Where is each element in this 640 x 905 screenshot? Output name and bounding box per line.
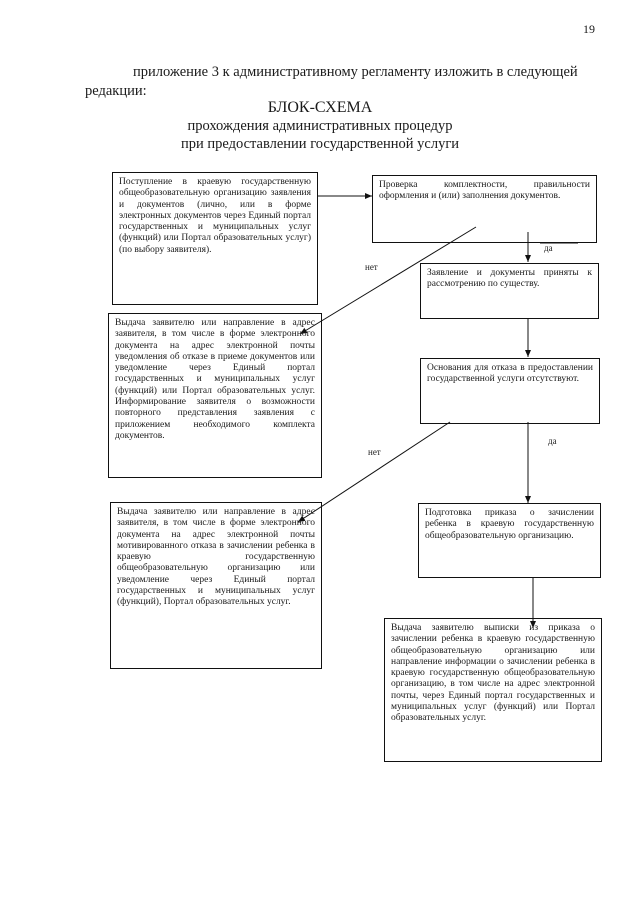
box-receipt: Поступление в краевую государственную об… — [112, 172, 318, 305]
box-accepted: Заявление и документы приняты к рассмотр… — [420, 263, 599, 319]
intro-line-1: приложение 3 к административному регламе… — [133, 64, 578, 80]
box-denial-reasoned: Выдача заявителю или направление в адрес… — [110, 502, 322, 669]
label-yes-2: да — [548, 436, 557, 446]
label-no-1: нет — [365, 262, 378, 272]
diagram-title: БЛОК-СХЕМА — [267, 99, 373, 116]
label-yes-1: да — [544, 243, 553, 253]
intro-text: приложение 3 к административному регламе… — [85, 63, 610, 101]
intro-line-2: редакции: — [85, 83, 147, 99]
page-number: 19 — [583, 22, 595, 36]
label-no-2: нет — [368, 447, 381, 457]
box-extract: Выдача заявителю выписки из приказа о за… — [384, 618, 602, 762]
box-no-grounds: Основания для отказа в предоставлении го… — [420, 358, 600, 424]
arrow-check-to-refusal — [299, 226, 477, 335]
diagram-subtitle-1: прохождения административных процедур — [187, 118, 453, 134]
box-refusal-notice: Выдача заявителю или направление в адрес… — [108, 313, 322, 478]
box-order-prep: Подготовка приказа о зачислении ребенка … — [418, 503, 601, 578]
arrow-nogrounds-to-denial — [297, 421, 451, 523]
box-check: Проверка комплектности, правильности офо… — [372, 175, 597, 243]
diagram-subtitle-2: при предоставлении государственной услуг… — [180, 136, 460, 152]
